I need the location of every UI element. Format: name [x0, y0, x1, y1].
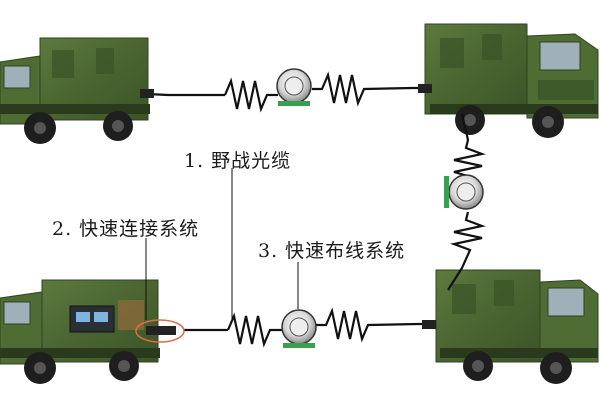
top-right-truck [424, 23, 599, 138]
bottom-cable-reel [281, 309, 317, 348]
bottom-cable [184, 307, 436, 348]
field-cable-label: 1. 野战光缆 [184, 150, 292, 172]
right-cable-reel [444, 174, 484, 210]
bottom-right-truck [435, 269, 599, 384]
top-cable-reel [276, 68, 312, 106]
quick-deploy-label: 3. 快速布线系统 [258, 240, 406, 262]
top-cable [147, 71, 428, 113]
leader-lines [145, 168, 299, 322]
top-left-truck [0, 37, 150, 144]
bottom-left-truck [0, 279, 160, 384]
quick-connect-label: 2. 快速连接系统 [52, 218, 200, 240]
right-vertical-cable [447, 113, 486, 291]
quick-connect-highlight [135, 319, 185, 343]
top-right-connector [418, 84, 432, 93]
bottom-right-connector [422, 320, 436, 329]
top-left-connector [140, 89, 154, 98]
